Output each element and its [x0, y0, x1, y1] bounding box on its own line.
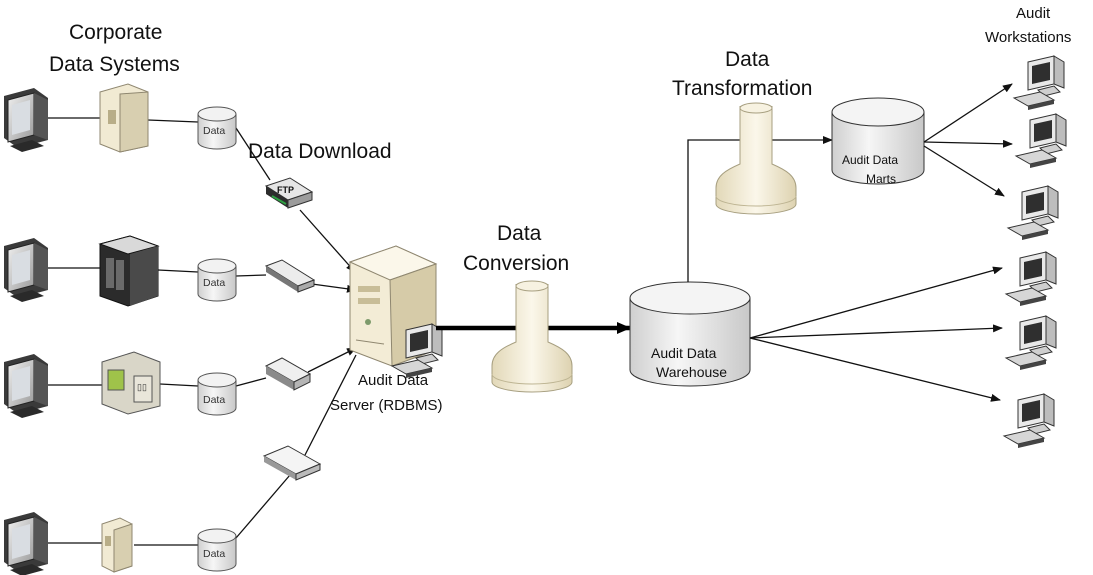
audit-data-warehouse-icon — [629, 281, 751, 387]
marts-label-line2: Marts — [866, 172, 896, 186]
data-transformation-pedestal-icon — [715, 102, 797, 215]
tower-server-icon — [99, 83, 149, 153]
warehouse-label-line2: Warehouse — [656, 364, 727, 380]
database-label: Data — [203, 125, 225, 137]
monitor-icon — [3, 87, 49, 153]
workstation-icon — [1015, 113, 1067, 169]
storage-glyph: ▯▯ — [137, 382, 147, 392]
workstation-icon — [1005, 315, 1057, 371]
source-row-2: Data — [3, 235, 316, 307]
storage-unit-icon: ▯▯ — [101, 351, 161, 415]
monitor-icon — [3, 511, 49, 575]
monitor-icon — [3, 237, 49, 303]
audit-workstations-label-line1: Audit — [1016, 5, 1051, 22]
database-label: Data — [203, 394, 225, 406]
hub-device-icon — [264, 357, 312, 391]
workstation-icon — [1003, 393, 1055, 449]
ftp-label: FTP — [277, 185, 294, 195]
warehouse-label-line1: Audit Data — [651, 345, 717, 361]
mainframe-cabinet-icon — [98, 235, 160, 307]
marts-label-line1: Audit Data — [842, 153, 898, 167]
database-label: Data — [203, 277, 225, 289]
source-row-3: ▯▯ Data — [3, 351, 312, 419]
source-row-1: Data FTP — [3, 83, 314, 209]
data-conversion-label-line1: Data — [497, 222, 542, 245]
source-connections — [48, 117, 357, 546]
switch-device-icon — [264, 259, 316, 293]
database-label: Data — [203, 548, 225, 560]
small-server-icon — [101, 517, 133, 573]
corporate-label-line2: Data Systems — [49, 53, 180, 76]
data-download-label: Data Download — [248, 140, 392, 163]
data-conversion-pedestal-icon — [491, 280, 573, 393]
source-row-4: Data — [3, 445, 322, 575]
data-transformation-label-line2: Transformation — [672, 77, 812, 100]
data-conversion-label-line2: Conversion — [463, 252, 569, 275]
workstation-icon — [1005, 251, 1057, 307]
workstation-connections — [749, 83, 1013, 402]
workstation-icon — [1013, 55, 1065, 111]
workstation-icon — [1007, 185, 1059, 241]
monitor-icon — [3, 353, 49, 419]
audit-workstations-label-line2: Workstations — [985, 29, 1071, 46]
ftp-device-icon: FTP — [264, 177, 314, 209]
warehouse-to-marts-arrow — [687, 136, 833, 282]
data-transformation-label-line1: Data — [725, 48, 770, 71]
hub-device-icon — [262, 445, 322, 481]
audit-data-marts-icon — [831, 97, 925, 185]
server-label-line2: Server (RDBMS) — [330, 397, 443, 414]
corporate-label-line1: Corporate — [69, 21, 162, 44]
